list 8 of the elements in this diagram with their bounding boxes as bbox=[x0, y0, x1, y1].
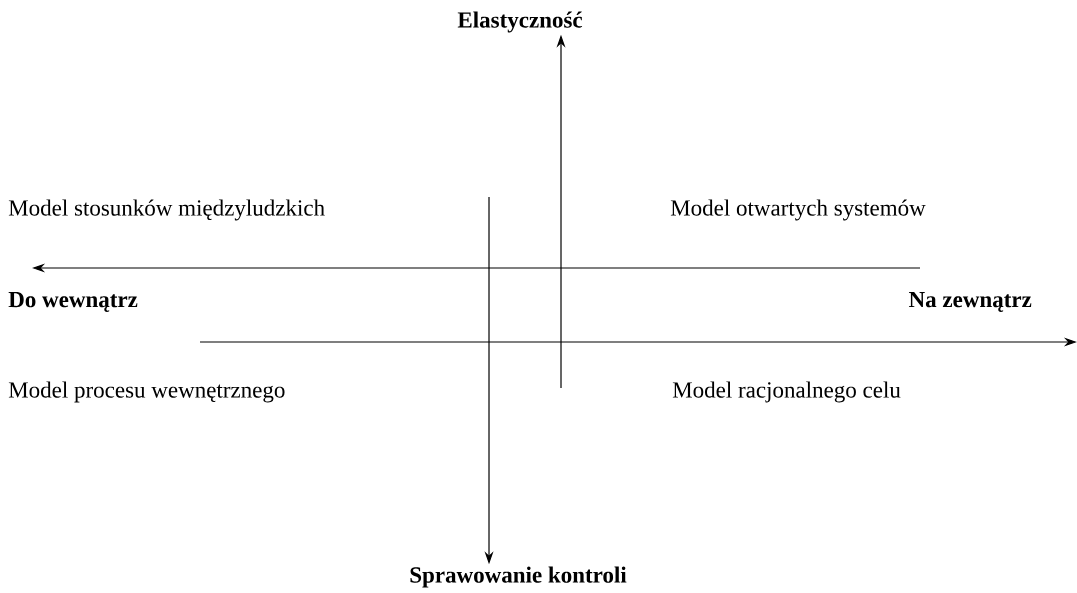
quadrant-label: Model racjonalnego celu bbox=[672, 381, 901, 403]
axis-label: Na zewnątrz bbox=[909, 292, 1032, 312]
axis-label: Elastyczność bbox=[457, 11, 583, 33]
quadrant-label: Model procesu wewnętrznego bbox=[8, 381, 285, 403]
axis-label: Do wewnątrz bbox=[8, 292, 138, 312]
axis-label: Sprawowanie kontroli bbox=[410, 566, 627, 588]
quadrant-label: Model otwartych systemów bbox=[670, 199, 926, 221]
quadrant-label: Model stosunków międzyludzkich bbox=[8, 199, 325, 221]
